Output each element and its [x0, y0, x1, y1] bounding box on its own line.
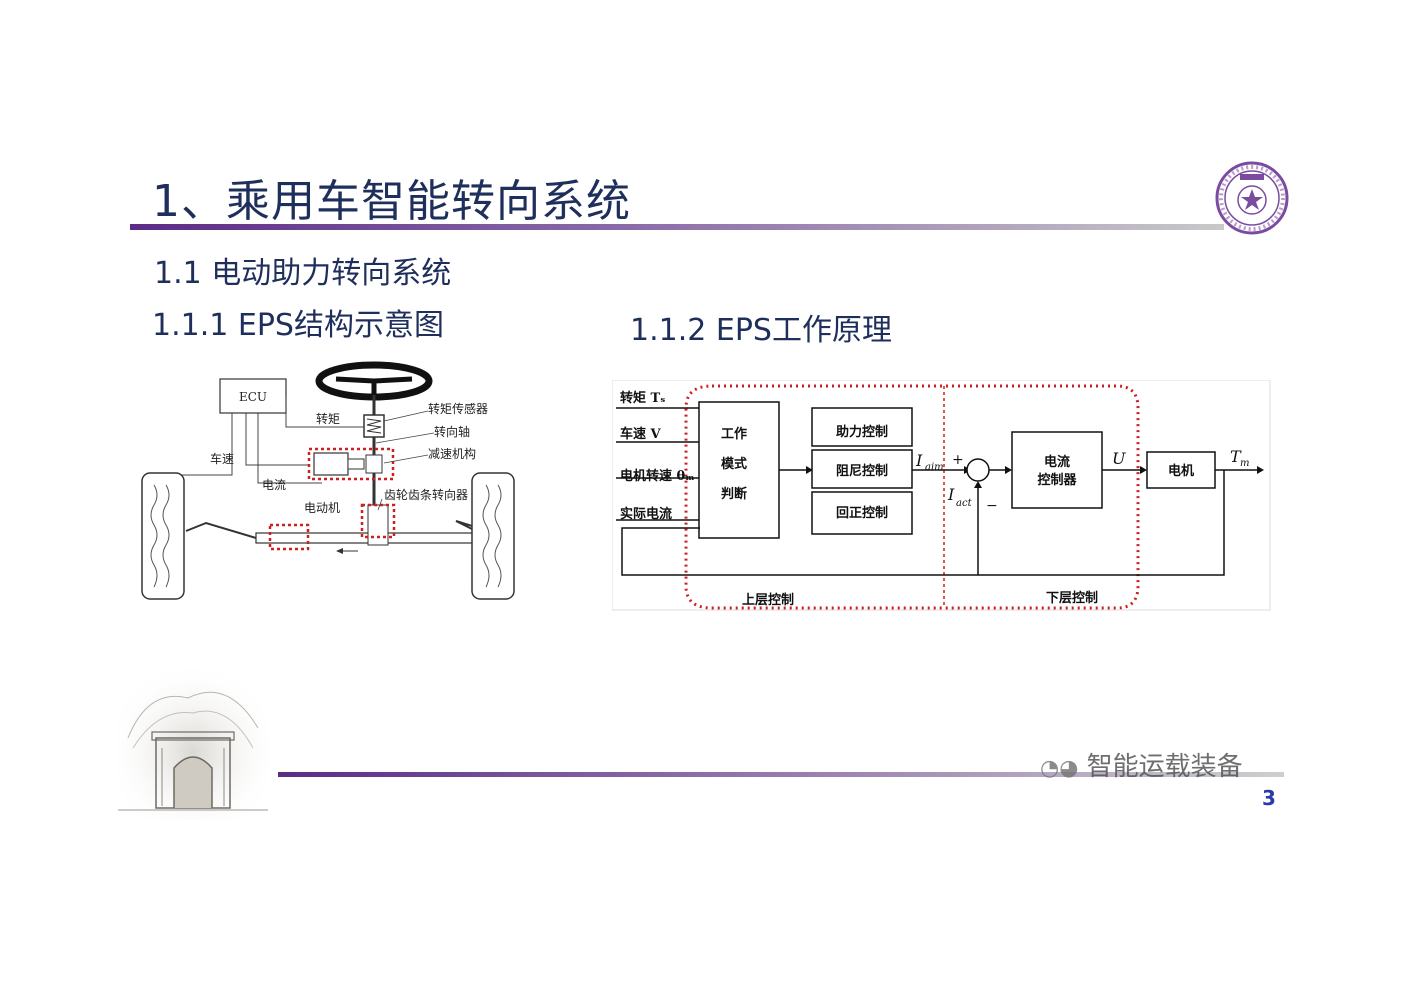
current-label: 电流 [262, 478, 286, 492]
mode-block-line3: 判断 [721, 486, 747, 502]
summing-junction-icon [966, 458, 990, 482]
watermark: ◔◕ 智能运载装备 [1040, 746, 1243, 783]
assist-control-label: 助力控制 [836, 424, 888, 440]
footer-divider [278, 772, 1284, 777]
return-control-label: 回正控制 [836, 505, 888, 521]
current-controller-line2: 控制器 [1037, 472, 1077, 488]
reducer-label: 减速机构 [428, 446, 476, 461]
university-seal-icon [1215, 161, 1289, 235]
i-aim-label: I [915, 451, 923, 470]
subsection-heading-structure: 1.1.1 EPS结构示意图 [152, 308, 444, 343]
i-aim-subscript: aim [925, 462, 944, 473]
watermark-text: 智能运载装备 [1086, 752, 1243, 782]
motor-block-label: 电机 [1168, 463, 1194, 479]
damping-control-label: 阻尼控制 [836, 463, 888, 479]
page-number: 3 [1262, 786, 1276, 810]
current-controller-line1: 电流 [1044, 454, 1070, 470]
input-motor-speed-label: 电机转速 θₘ [620, 468, 695, 484]
tm-subscript: m [1240, 458, 1249, 469]
eps-block-diagram: 转矩 Tₛ 车速 V 电机转速 θₘ 实际电流 工作 模式 判断 助力控制 阻尼… [612, 380, 1271, 611]
title-divider [130, 224, 1224, 230]
input-torque-label: 转矩 Tₛ [620, 390, 665, 406]
mode-block-line1: 工作 [721, 426, 747, 442]
input-speed-label: 车速 V [620, 426, 662, 442]
tm-label: T [1230, 447, 1242, 466]
mode-block-line2: 模式 [721, 456, 747, 472]
speed-label: 车速 [210, 451, 234, 466]
lower-control-label: 下层控制 [1046, 590, 1098, 606]
subsection-heading-principle: 1.1.2 EPS工作原理 [630, 313, 892, 348]
i-act-subscript: act [956, 498, 973, 509]
wechat-icon: ◔◕ [1040, 756, 1079, 781]
input-actual-current-label: 实际电流 [620, 506, 672, 522]
i-act-label: I [947, 485, 955, 504]
upper-control-label: 上层控制 [742, 592, 794, 608]
u-label: U [1112, 449, 1126, 468]
eps-structure-diagram: ECU 转矩 车速 电流 转矩传感器 转向轴 减速机构 电动机 齿轮齿条转向器 [141, 361, 515, 600]
torque-label: 转矩 [316, 411, 340, 426]
campus-gate-sketch-image [118, 668, 268, 820]
page-title: 1、乘用车智能转向系统 [152, 176, 631, 227]
motor-label: 电动机 [304, 501, 340, 515]
torque-sensor-label: 转矩传感器 [428, 401, 488, 416]
minus-sign: − [986, 498, 998, 514]
rack-pinion-label: 齿轮齿条转向器 [384, 487, 468, 502]
steering-shaft-label: 转向轴 [434, 424, 470, 439]
plus-sign: + [952, 452, 964, 468]
ecu-label: ECU [239, 390, 267, 404]
section-heading: 1.1 电动助力转向系统 [154, 256, 452, 291]
